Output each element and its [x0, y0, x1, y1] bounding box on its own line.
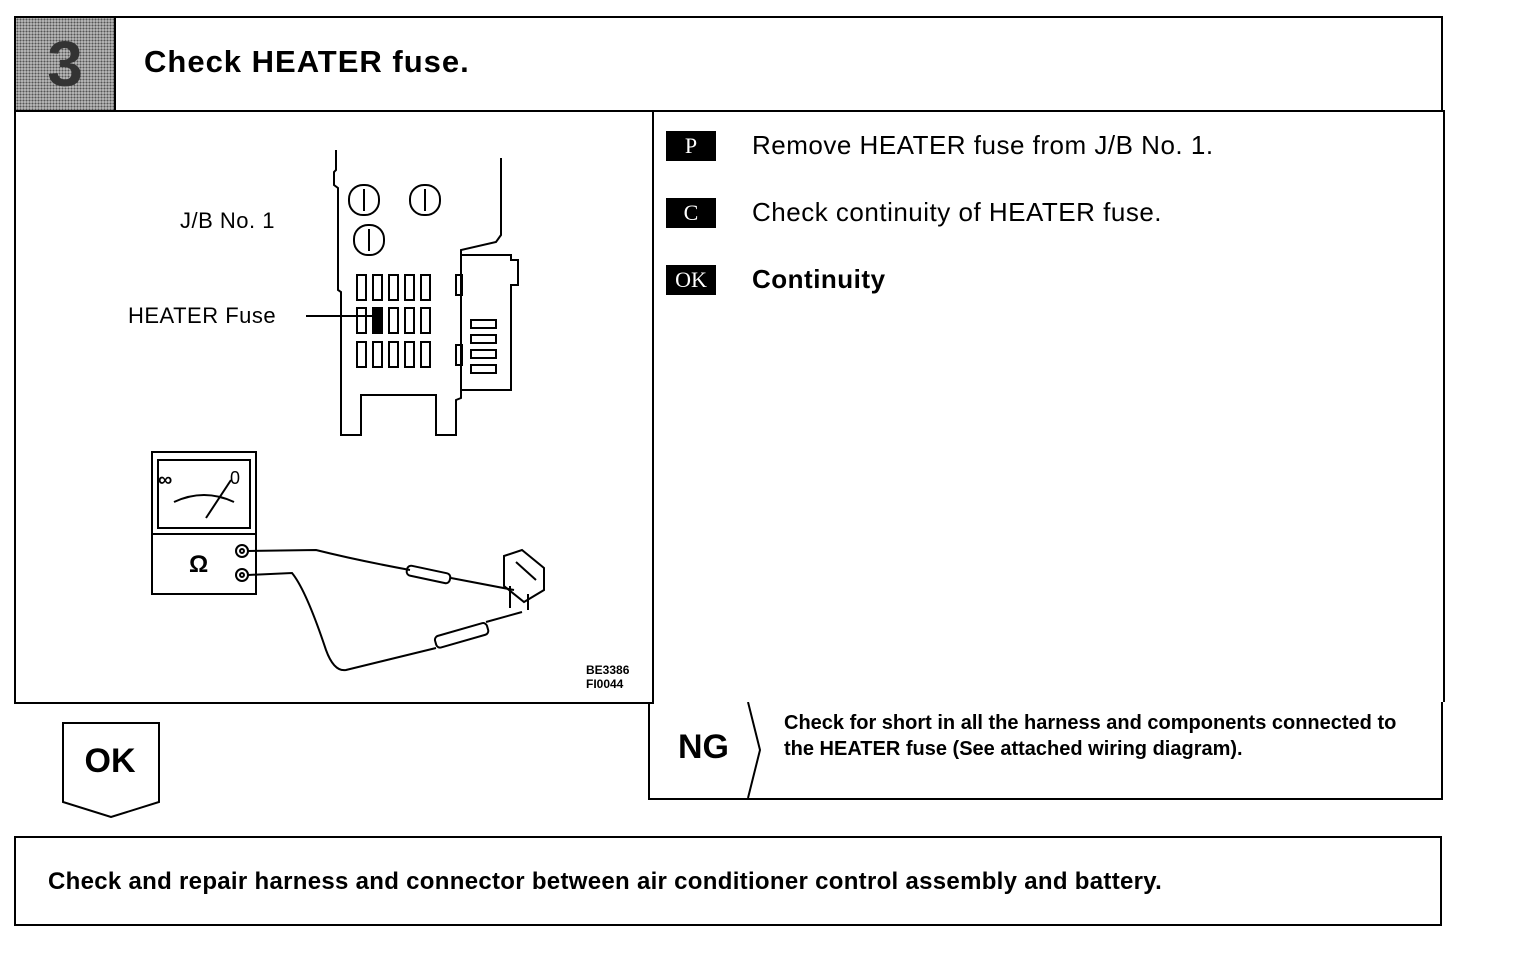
- step-header: 3 Check HEATER fuse.: [14, 16, 1443, 112]
- test-lead: [247, 548, 411, 571]
- ok-branch-tag: OK: [62, 722, 160, 818]
- probe-icon: [433, 611, 523, 649]
- step-item-check: C Check continuity of HEATER fuse.: [666, 197, 1162, 228]
- relay-icon: [409, 184, 441, 216]
- relay-block: [460, 254, 519, 391]
- step-badge-ok: OK: [666, 264, 716, 295]
- step-number: 3: [47, 28, 83, 100]
- figure-code: BE3386 FI0044: [586, 663, 629, 691]
- junction-block-outline: [333, 150, 502, 436]
- step-badge-c: C: [666, 197, 716, 228]
- fuse-check-illustration: ∞ 0 Ω: [151, 150, 545, 672]
- step-text: Continuity: [752, 264, 886, 294]
- step-title: Check HEATER fuse.: [144, 44, 470, 79]
- next-action-box: Check and repair harness and connector b…: [14, 836, 1442, 926]
- ng-result-box: NG Check for short in all the harness an…: [648, 702, 1443, 800]
- step-text: Check continuity of HEATER fuse.: [752, 197, 1163, 227]
- step-item-ok: OK Continuity: [666, 264, 886, 295]
- heater-fuse-label: HEATER Fuse: [128, 303, 277, 328]
- fuse-grid: [356, 274, 431, 368]
- test-lead: [247, 571, 437, 672]
- fuse-icon: [503, 548, 545, 610]
- main-section: ∞ 0 Ω J/B No. 1 HEATER Fuse BE3386 FI004…: [14, 110, 1445, 704]
- probe-icon: [405, 564, 515, 591]
- meter-infinity-label: ∞: [158, 469, 172, 491]
- ng-arrow-icon: [747, 702, 762, 798]
- ng-instruction: Check for short in all the harness and c…: [784, 712, 1397, 760]
- step-text: Remove HEATER fuse from J/B No. 1.: [752, 130, 1214, 160]
- relay-icon: [353, 224, 385, 256]
- step-item-prepare: P Remove HEATER fuse from J/B No. 1.: [666, 130, 1214, 161]
- next-action-text: Check and repair harness and connector b…: [48, 868, 1163, 895]
- ng-label: NG: [678, 728, 729, 766]
- ok-arrow-icon: [62, 722, 160, 818]
- relay-icon: [348, 184, 380, 216]
- step-badge-p: P: [666, 130, 716, 161]
- figure-panel: ∞ 0 Ω J/B No. 1 HEATER Fuse BE3386 FI004…: [14, 110, 654, 704]
- procedure-panel: P Remove HEATER fuse from J/B No. 1. C C…: [648, 110, 1445, 702]
- ok-label: OK: [84, 742, 136, 780]
- step-number-box: 3: [16, 18, 116, 110]
- ohm-symbol: Ω: [189, 551, 208, 578]
- figure-code-line: FI0044: [586, 677, 624, 691]
- figure-code-line: BE3386: [586, 663, 630, 677]
- meter-zero-label: 0: [230, 468, 240, 488]
- jb-label: J/B No. 1: [180, 208, 275, 233]
- ohmmeter: [151, 451, 257, 595]
